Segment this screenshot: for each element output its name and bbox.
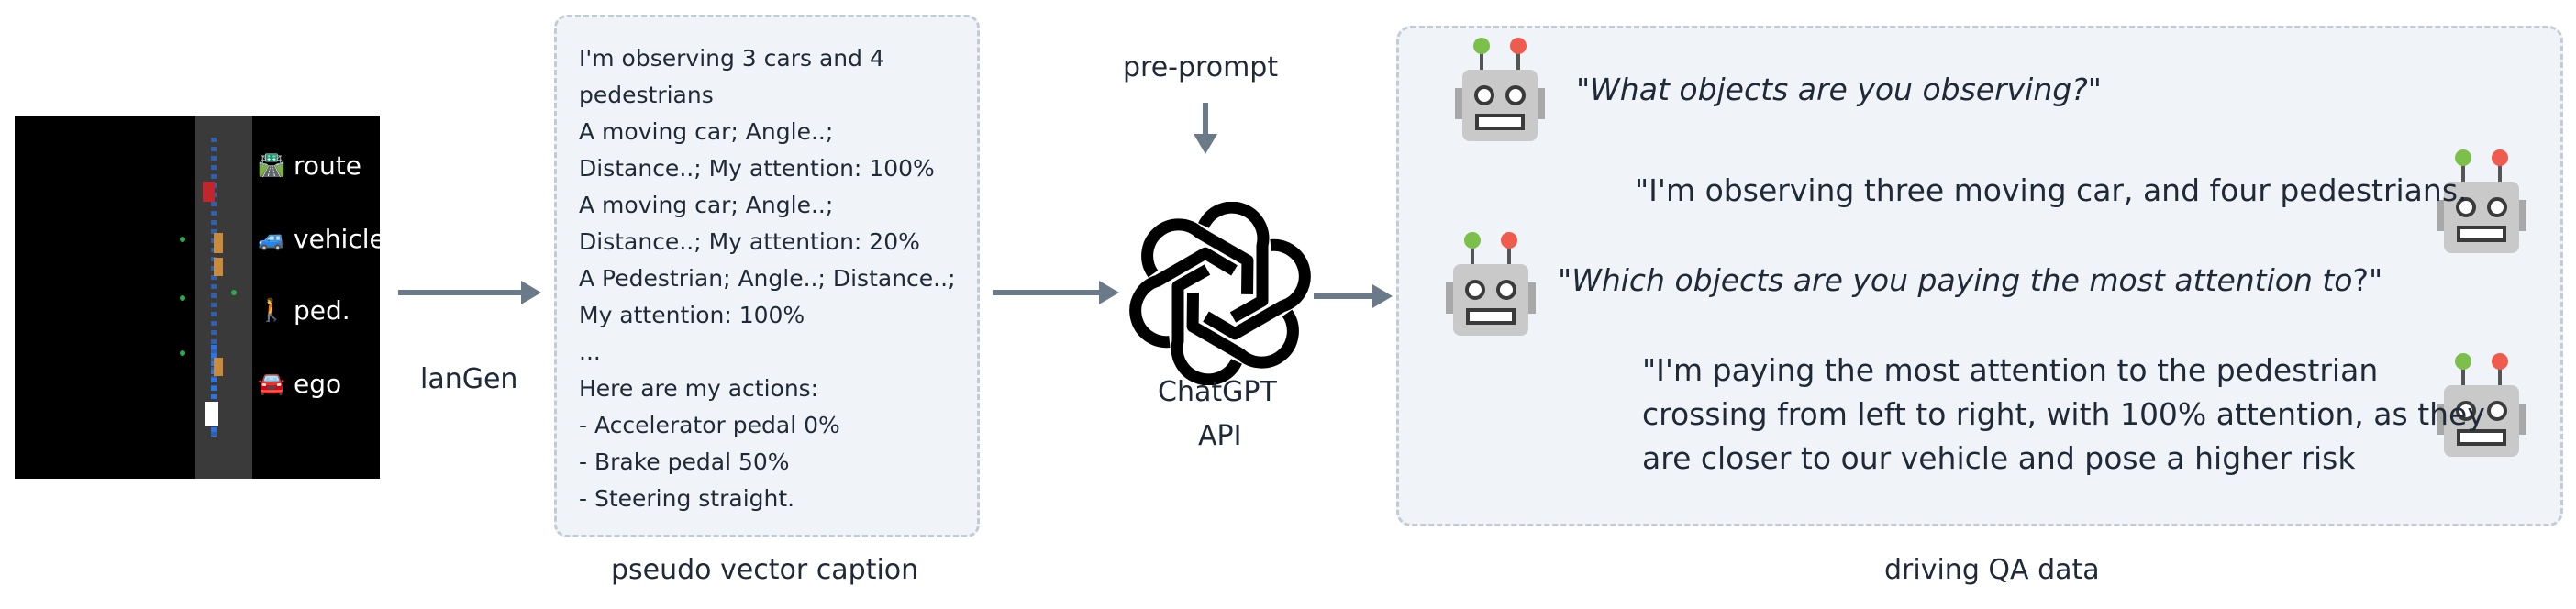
caption-line: ... (579, 338, 601, 365)
pre-prompt-label: pre-prompt (1123, 51, 1279, 83)
pedestrian (180, 237, 185, 242)
arrow-head-down-icon (1194, 134, 1217, 154)
arrow-to-qa (1314, 293, 1374, 299)
arrow-head-icon (1372, 284, 1393, 308)
pedestrian-icon: 🚶 (258, 297, 285, 323)
caption-line: I'm observing 3 cars and 4 (579, 45, 884, 72)
pedestrian (180, 350, 185, 356)
arrow-head-icon (1099, 281, 1119, 304)
robot-icon (1455, 38, 1545, 141)
vehicle-orange (214, 233, 223, 253)
robot-icon (2437, 149, 2526, 253)
vehicle-orange (214, 358, 223, 376)
caption-line: Distance..; My attention: 100% (579, 155, 935, 182)
driving-qa-box (1396, 26, 2563, 526)
driving-qa-label: driving QA data (1884, 554, 2100, 586)
robot-icon (2437, 353, 2526, 457)
arrow-head-icon (521, 281, 541, 304)
caption-line: pedestrians (579, 82, 714, 108)
caption-line: My attention: 100% (579, 302, 805, 328)
answer-1: "I'm observing three moving car, and fou… (1635, 172, 2468, 208)
route-dots (211, 345, 217, 437)
legend-vehicle: 🚙 vehicle (255, 220, 380, 257)
pedestrian (231, 290, 237, 295)
arrow-pre-prompt (1203, 103, 1208, 136)
chatgpt-label-line1: ChatGPT (1158, 376, 1277, 408)
legend-route: 🛣️ route (255, 147, 361, 183)
vehicle-orange (214, 258, 223, 276)
chatgpt-label-line2: API (1198, 420, 1242, 452)
caption-line: A Pedestrian; Angle..; Distance..; (579, 265, 956, 292)
answer-2-line: crossing from left to right, with 100% a… (1642, 396, 2485, 432)
pedestrian (180, 295, 185, 301)
chatgpt-logo-icon (1129, 202, 1311, 385)
caption-line: Distance..; My attention: 20% (579, 228, 920, 255)
vehicle-icon: 🚙 (258, 226, 285, 251)
langen-label: lanGen (420, 363, 518, 395)
arrow-to-chatgpt (993, 290, 1101, 295)
caption-line: - Accelerator pedal 0% (579, 412, 840, 438)
arrow-langen (398, 290, 523, 295)
route-icon: 🛣️ (258, 152, 285, 178)
ego-car-icon: 🚘 (258, 371, 285, 396)
answer-2-line: are closer to our vehicle and pose a hig… (1642, 440, 2356, 476)
driving-scene-map: 🛣️ route 🚙 vehicle 🚶 ped. 🚘 ego (15, 116, 380, 479)
robot-icon (1446, 232, 1536, 336)
road (195, 116, 252, 479)
legend-ped: 🚶 ped. (255, 292, 350, 328)
pseudo-vector-caption-label: pseudo vector caption (611, 554, 919, 586)
vehicle-red (203, 182, 215, 202)
answer-2-line: "I'm paying the most attention to the pe… (1642, 352, 2379, 388)
caption-line: A moving car; Angle..; (579, 192, 834, 218)
ego-vehicle (205, 402, 218, 426)
question-1: "What objects are you observing?" (1576, 72, 2102, 107)
legend-ego: 🚘 ego (255, 365, 341, 402)
pseudo-vector-caption-box: I'm observing 3 cars and 4 pedestrians A… (554, 15, 980, 537)
route-dots (211, 138, 217, 440)
question-2: "Which objects are you paying the most a… (1558, 262, 2383, 298)
caption-line: - Brake pedal 50% (579, 448, 790, 475)
caption-line: Here are my actions: (579, 375, 819, 402)
caption-line: - Steering straight. (579, 485, 795, 512)
caption-line: A moving car; Angle..; (579, 118, 834, 145)
